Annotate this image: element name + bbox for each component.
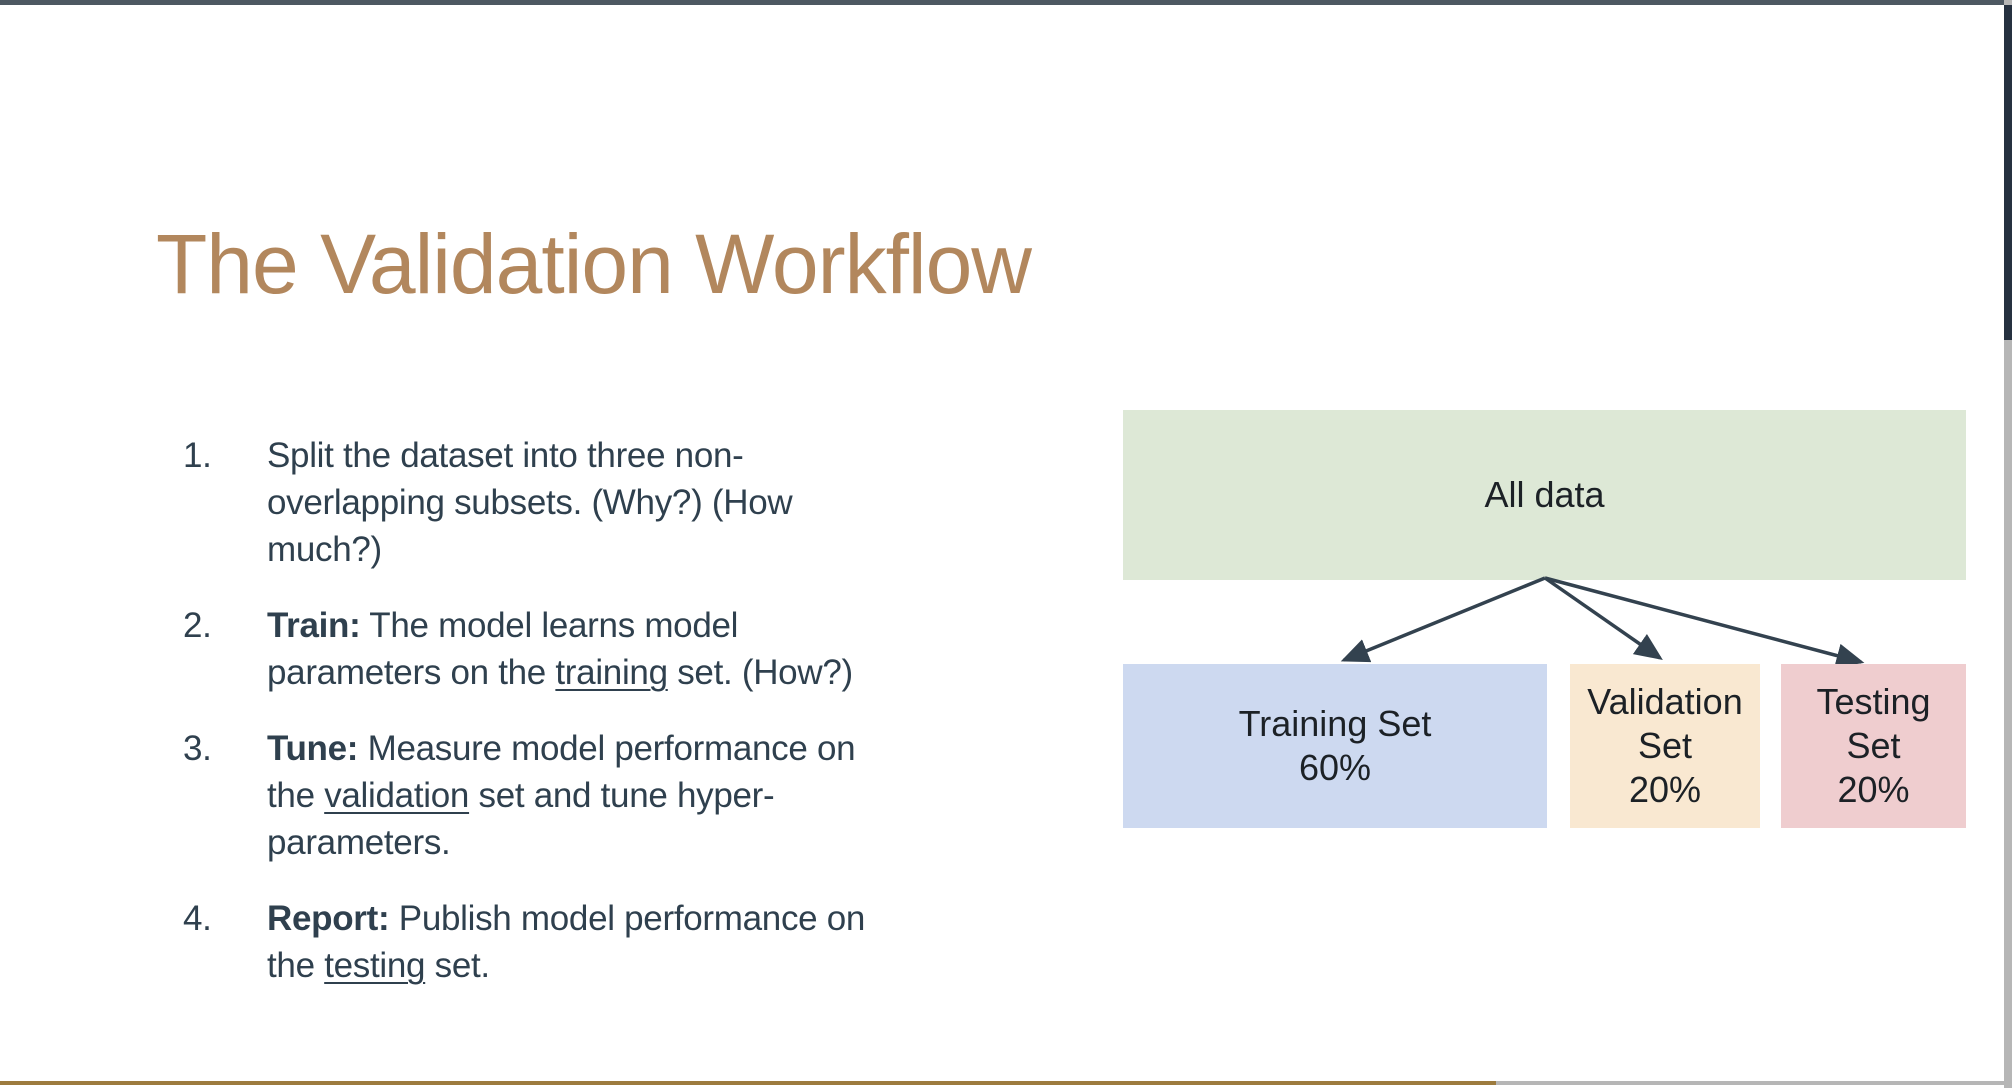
list-item-segment: Split the dataset into three non-overlap… bbox=[267, 436, 793, 569]
scrollbar-thumb[interactable] bbox=[2004, 5, 2012, 340]
list-item-bold: Tune: bbox=[267, 729, 359, 768]
list-item-text: Report: Publish model performance on the… bbox=[267, 895, 897, 989]
list-item-number: 2. bbox=[183, 606, 212, 645]
validation-set-label: Validation bbox=[1587, 681, 1743, 722]
list-item: 1. Split the dataset into three non-over… bbox=[183, 432, 897, 573]
window-top-border bbox=[0, 0, 2012, 5]
slide-bottom-border bbox=[0, 1081, 1496, 1085]
scrollbar-track[interactable] bbox=[2004, 0, 2012, 1088]
list-item: 4. Report: Publish model performance on … bbox=[183, 895, 897, 989]
list-item-bold: Report: bbox=[267, 899, 390, 938]
list-item: 3. Tune: Measure model performance on th… bbox=[183, 725, 897, 866]
all-data-label: All data bbox=[1484, 474, 1605, 515]
split-arrows-icon bbox=[1340, 576, 1865, 668]
page-title: The Validation Workflow bbox=[156, 217, 1032, 312]
window-bottom-edge bbox=[1496, 1081, 2004, 1085]
list-item-number: 4. bbox=[183, 899, 212, 938]
testing-set-label2: Set bbox=[1846, 725, 1901, 766]
training-set-box: Training Set 60% bbox=[1123, 664, 1547, 828]
testing-set-label: Testing bbox=[1816, 681, 1931, 722]
list-item-number: 1. bbox=[183, 436, 212, 475]
list-item-segment: Measure model performance on the bbox=[267, 729, 856, 815]
list-item-bold: Train: bbox=[267, 606, 361, 645]
list-item: 2. Train: The model learns model paramet… bbox=[183, 602, 897, 696]
training-set-label: Training Set bbox=[1238, 703, 1432, 744]
list-item-segment: Publish model performance on the bbox=[267, 899, 866, 985]
list-item-segment: set and tune hyper-parameters. bbox=[267, 776, 775, 862]
list-item-segment: set. (How?) bbox=[667, 653, 853, 692]
training-set-percent: 60% bbox=[1298, 747, 1372, 788]
list-item-number: 3. bbox=[183, 729, 212, 768]
list-item-text: Split the dataset into three non-overlap… bbox=[267, 432, 897, 573]
testing-set-percent: 20% bbox=[1837, 769, 1910, 810]
validation-set-box: Validation Set 20% bbox=[1570, 664, 1760, 828]
validation-set-percent: 20% bbox=[1628, 769, 1702, 810]
all-data-box: All data bbox=[1123, 410, 1966, 580]
testing-set-box: Testing Set 20% bbox=[1781, 664, 1966, 828]
list-item-underlined: validation bbox=[324, 776, 470, 815]
list-item-text: Tune: Measure model performance on the v… bbox=[267, 725, 897, 866]
list-item-segment: The model learns model parameters on the bbox=[267, 606, 739, 692]
list-item-underlined: testing bbox=[324, 946, 426, 985]
list-item-underlined: training bbox=[555, 653, 668, 692]
list-item-segment: set. bbox=[425, 946, 491, 985]
list-item-text: Train: The model learns model parameters… bbox=[267, 602, 897, 696]
validation-set-label2: Set bbox=[1637, 725, 1693, 766]
numbered-list: 1. Split the dataset into three non-over… bbox=[183, 432, 897, 1018]
